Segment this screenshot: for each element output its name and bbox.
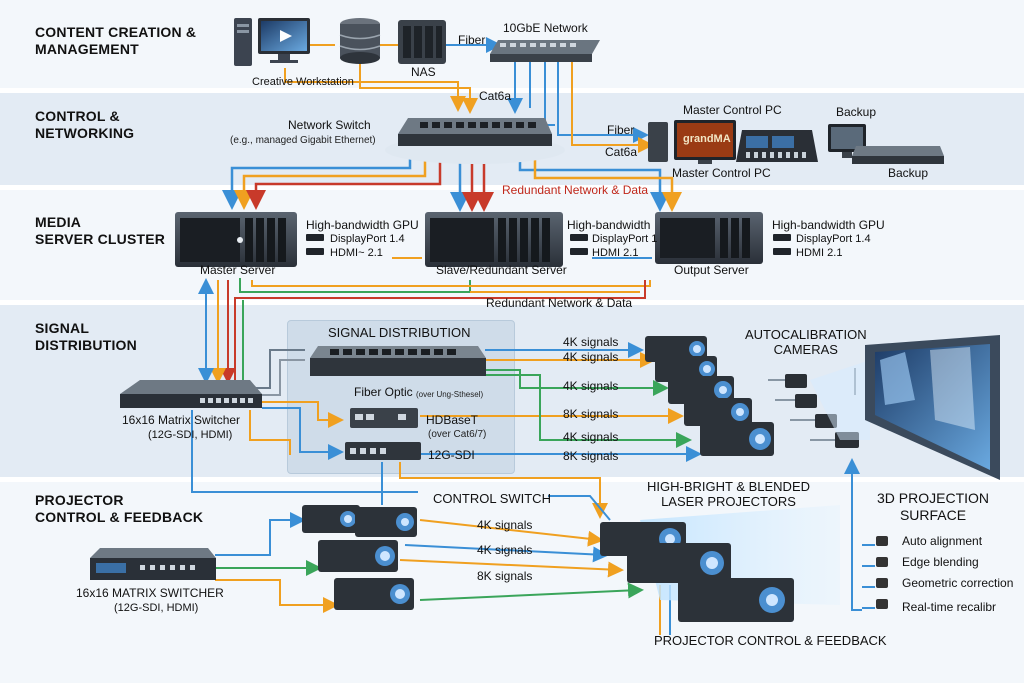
hdmi-label-2: HDMI 2.1 (592, 247, 639, 259)
network-switch-sublabel: (e.g., managed Gigabit Ethernet) (230, 135, 376, 146)
signal-label-1: 4K signals (563, 335, 619, 349)
output-server (655, 212, 763, 264)
control-switch-label: CONTROL SWITCH (433, 491, 551, 506)
gpu-label-3: High-bandwidth GPU (772, 218, 885, 232)
network-switch (385, 118, 565, 164)
displayport-label-2: DisplayPort 1 (592, 233, 658, 245)
divider (0, 300, 1024, 305)
hdmi-label-1: HDMI~ 2.1 (330, 247, 383, 259)
projector-control-footer: PROJECTOR CONTROL & FEEDBACK (654, 633, 887, 648)
section-title-signal: SIGNAL DISTRIBUTION (35, 320, 137, 353)
hdbaset-sublabel: (over Cat6/7) (428, 429, 487, 440)
master-control-pc (648, 120, 818, 164)
output-server-label: Output Server (674, 263, 749, 277)
matrix-switcher-2-label: 16x16 MATRIX SWITCHER (76, 586, 224, 600)
laser-projectors (600, 522, 794, 622)
master-pc-title: Master Control PC (683, 103, 782, 117)
projection-surface (865, 335, 1000, 480)
matrix-switcher-sublabel: (12G-SDI, HDMI) (148, 429, 233, 441)
slave-server (425, 212, 563, 267)
edge-blending-icon (876, 557, 888, 567)
matrix-switcher (120, 380, 262, 408)
sdi-label: 12G-SDI (428, 448, 475, 462)
gpu-label-2: High-bandwidth (567, 218, 651, 232)
auto-alignment-icon (876, 536, 888, 546)
control-projectors (302, 505, 417, 610)
recalibration-icon (876, 599, 888, 609)
divider (0, 477, 1024, 482)
section-title-content: CONTENT CREATION & MANAGEMENT (35, 24, 197, 57)
laser-projectors-label: HIGH-BRIGHT & BLENDED LASER PROJECTORS (647, 479, 811, 509)
master-pc-label: Master Control PC (672, 166, 771, 180)
signal-distribution-title: SIGNAL DISTRIBUTION (328, 325, 471, 340)
feature-edge-blending: Edge blending (902, 555, 979, 569)
network-10gbe-switch (490, 40, 600, 62)
monitor-icon (258, 18, 310, 63)
geometric-correction-icon (876, 578, 888, 588)
backup-label: Backup (888, 166, 929, 180)
backup-title: Backup (836, 105, 877, 119)
projector-signal-label-3: 8K signals (477, 569, 533, 583)
nas-device (398, 20, 446, 64)
fiber-optic-label: Fiber Optic (354, 385, 413, 399)
signal-label-4: 8K signals (563, 407, 619, 421)
workstation-tower (234, 18, 252, 66)
workstation-label: Creative Workstation (252, 76, 354, 88)
matrix-switcher-2-sublabel: (12G-SDI, HDMI) (114, 602, 199, 614)
grandma-screen-text: grandMA (683, 133, 731, 145)
signal-label-5: 4K signals (563, 430, 619, 444)
signal-label-6: 8K signals (563, 449, 619, 463)
signal-label-2: 4K signals (563, 350, 619, 364)
matrix-switcher-label: 16x16 Matrix Switcher (122, 413, 241, 427)
section-title-projector: PROJECTOR CONTROL & FEEDBACK (35, 492, 204, 525)
network-switch-label: Network Switch (288, 118, 371, 132)
divider (0, 88, 1024, 93)
backup-pc (828, 124, 944, 164)
cat6a-label-2: Cat6a (605, 145, 638, 159)
cat6a-label: Cat6a (479, 89, 512, 103)
redundant-network-label-1: Redundant Network & Data (502, 183, 649, 197)
displayport-label-3: DisplayPort 1.4 (796, 233, 871, 245)
fiber-optic-sublabel: (over Ung-Sthesel) (416, 390, 484, 399)
section-title-media: MEDIA SERVER CLUSTER (35, 214, 166, 247)
fiber-optic-switch (310, 346, 486, 376)
slave-server-label: Slave/Redundant Server (436, 263, 567, 277)
displayport-label-1: DisplayPort 1.4 (330, 233, 405, 245)
projector-signal-label-1: 4K signals (477, 518, 533, 532)
signal-label-3: 4K signals (563, 379, 619, 393)
autocalibration-label: AUTOCALIBRATION CAMERAS (745, 327, 867, 357)
hdmi-label-3: HDMI 2.1 (796, 247, 843, 259)
sdi-device (345, 442, 421, 460)
fiber-label: Fiber (458, 33, 486, 47)
hdbaset-extender (350, 408, 418, 428)
master-server (175, 212, 297, 267)
projector-stack (645, 336, 774, 456)
database-icon (339, 18, 381, 64)
redundant-network-label-2: Redundant Network & Data (486, 296, 633, 310)
projector-signal-label-2: 4K signals (477, 543, 533, 557)
network-10gbe-label: 10GbE Network (503, 21, 588, 35)
master-server-label: Master Server (200, 263, 276, 277)
fiber-label-2: Fiber (607, 123, 635, 137)
feature-realtime-recalibration: Real-time recalibr (902, 600, 997, 614)
band-projector (0, 482, 1024, 683)
nas-label: NAS (411, 65, 436, 79)
projection-surface-label: 3D PROJECTION SURFACE (877, 490, 990, 523)
matrix-switcher-2 (90, 548, 216, 580)
hdbaset-label: HDBaseT (426, 413, 479, 427)
section-title-control: CONTROL & NETWORKING (35, 108, 135, 141)
feature-geometric-correction: Geometric correction (902, 576, 1014, 590)
gpu-label-1: High-bandwidth GPU (306, 218, 419, 232)
divider (0, 185, 1024, 190)
feature-auto-alignment: Auto alignment (902, 534, 983, 548)
